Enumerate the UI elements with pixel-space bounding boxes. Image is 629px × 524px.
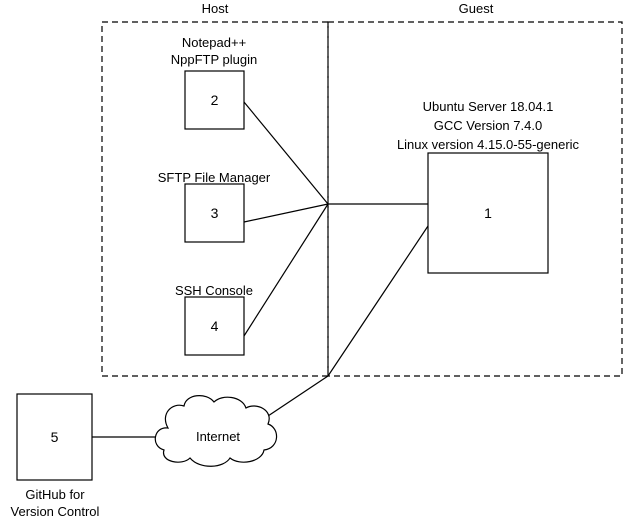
node-1-number: 1 <box>484 205 492 221</box>
guest-region-border <box>327 21 623 377</box>
node-2-box <box>184 70 245 130</box>
host-region-border <box>101 21 329 377</box>
node-2-caption-line-2: NppFTP plugin <box>170 52 258 67</box>
node-2-number: 2 <box>210 92 219 108</box>
link-node1-border <box>327 225 429 377</box>
node-3-box <box>184 183 245 243</box>
node-4-caption: SSH Console <box>174 283 254 298</box>
link-node4-hub <box>243 203 329 337</box>
node-1-box <box>427 152 549 274</box>
guest-region-title: Guest <box>458 1 494 16</box>
node-2-caption-line-1: Notepad++ <box>181 35 247 50</box>
node-5-caption-line-2: Version Control <box>10 504 100 519</box>
link-border-cloud <box>261 375 329 421</box>
node-3-caption: SFTP File Manager <box>157 170 271 185</box>
node-4-box <box>184 296 245 356</box>
node-1-caption-line-2: GCC Version 7.4.0 <box>433 118 543 133</box>
node-5-number: 5 <box>50 429 59 445</box>
internet-cloud-label: Internet <box>195 429 241 444</box>
node-5-box <box>16 393 93 481</box>
host-region-title: Host <box>201 1 229 16</box>
node-4-number: 4 <box>210 318 219 334</box>
link-node3-hub <box>243 203 329 223</box>
node-5-caption-line-1: GitHub for <box>25 487 85 502</box>
node-1-caption-line-3: Linux version 4.15.0-55-generic <box>396 137 580 152</box>
node-3-number: 3 <box>210 205 219 221</box>
link-node2-hub <box>243 101 329 205</box>
node-1-caption-line-1: Ubuntu Server 18.04.1 <box>422 99 554 114</box>
internet-cloud-icon <box>154 395 278 467</box>
